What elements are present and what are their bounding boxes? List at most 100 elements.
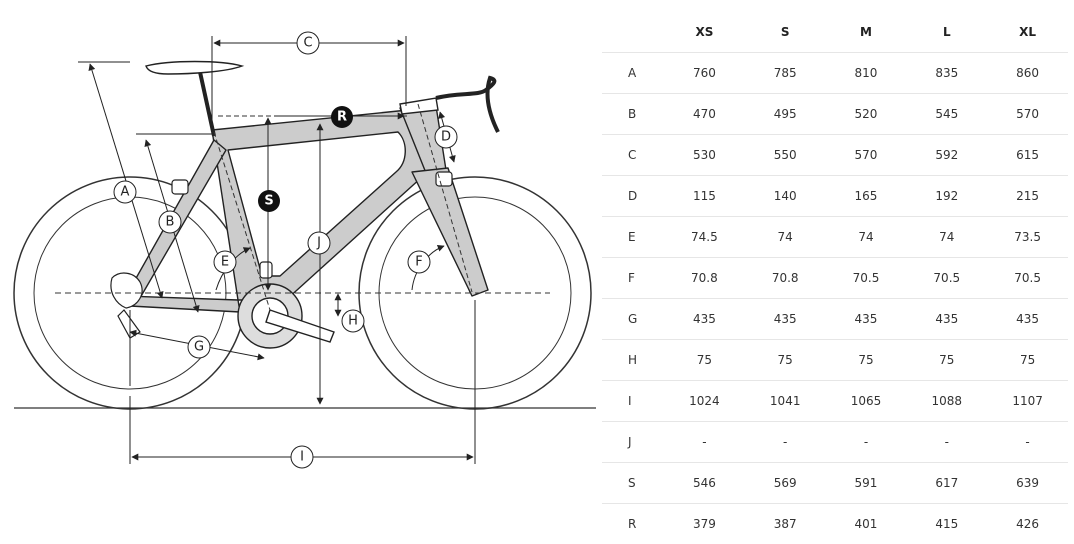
svg-text:B: B: [166, 215, 175, 230]
table-row: S 546 569 591 617 639: [602, 463, 1068, 504]
table-cell: 74.5: [664, 217, 745, 258]
row-key: C: [602, 135, 664, 176]
table-row: G 435 435 435 435 435: [602, 299, 1068, 340]
bike-geometry-diagram: A B C D E F G H: [0, 0, 600, 521]
row-key: G: [602, 299, 664, 340]
table-cell: 140: [745, 176, 826, 217]
label-a: A: [114, 181, 136, 203]
table-row: D 115 140 165 192 215: [602, 176, 1068, 217]
label-b: B: [159, 211, 181, 233]
svg-text:G: G: [194, 340, 204, 355]
table-row: E 74.5 74 74 74 73.5: [602, 217, 1068, 258]
geometry-table: XS S M L XL A 760 785 810 835 860 B 470 …: [602, 12, 1068, 544]
table-cell: 1107: [987, 381, 1068, 422]
table-cell: 835: [906, 53, 987, 94]
table-cell: 592: [906, 135, 987, 176]
table-cell: -: [745, 422, 826, 463]
table-cell: 569: [745, 463, 826, 504]
table-cell: 495: [745, 94, 826, 135]
table-row: R 379 387 401 415 426: [602, 504, 1068, 544]
label-c: C: [297, 32, 319, 54]
header-size-xs: XS: [664, 12, 745, 53]
svg-text:S: S: [264, 194, 273, 209]
table-cell: 435: [745, 299, 826, 340]
table-cell: 192: [906, 176, 987, 217]
table-cell: 73.5: [987, 217, 1068, 258]
label-h: H: [342, 310, 364, 332]
row-key: S: [602, 463, 664, 504]
table-row: I 1024 1041 1065 1088 1107: [602, 381, 1068, 422]
row-key: B: [602, 94, 664, 135]
table-row: C 530 550 570 592 615: [602, 135, 1068, 176]
svg-text:D: D: [441, 130, 451, 145]
table-cell: 415: [906, 504, 987, 544]
header-size-l: L: [906, 12, 987, 53]
table-cell: 1041: [745, 381, 826, 422]
svg-text:C: C: [303, 36, 312, 51]
svg-text:A: A: [121, 185, 130, 200]
row-key: A: [602, 53, 664, 94]
table-cell: 70.5: [826, 258, 907, 299]
table-cell: 215: [987, 176, 1068, 217]
table-cell: 75: [745, 340, 826, 381]
table-cell: -: [826, 422, 907, 463]
row-key: D: [602, 176, 664, 217]
table-cell: 785: [745, 53, 826, 94]
table-cell: 530: [664, 135, 745, 176]
label-s: S: [258, 190, 280, 212]
table-cell: 570: [826, 135, 907, 176]
table-cell: 470: [664, 94, 745, 135]
table-cell: 387: [745, 504, 826, 544]
table-cell: 639: [987, 463, 1068, 504]
table-cell: 70.5: [987, 258, 1068, 299]
table-header-row: XS S M L XL: [602, 12, 1068, 53]
table-cell: 379: [664, 504, 745, 544]
label-f: F: [408, 251, 430, 273]
table-cell: 75: [826, 340, 907, 381]
table-cell: 760: [664, 53, 745, 94]
table-cell: -: [987, 422, 1068, 463]
label-r: R: [331, 106, 353, 128]
header-size-s: S: [745, 12, 826, 53]
table-cell: 1024: [664, 381, 745, 422]
row-key: F: [602, 258, 664, 299]
table-cell: 1065: [826, 381, 907, 422]
table-cell: 75: [987, 340, 1068, 381]
label-g: G: [188, 336, 210, 358]
table-cell: 75: [664, 340, 745, 381]
label-j: J: [308, 232, 330, 254]
header-corner: [602, 12, 664, 53]
table-cell: 435: [987, 299, 1068, 340]
table-cell: 570: [987, 94, 1068, 135]
table-cell: 435: [664, 299, 745, 340]
table-cell: 860: [987, 53, 1068, 94]
table-cell: 435: [906, 299, 987, 340]
table-cell: 75: [906, 340, 987, 381]
saddle: [146, 62, 242, 137]
table-cell: 546: [664, 463, 745, 504]
table-cell: 520: [826, 94, 907, 135]
table-cell: 165: [826, 176, 907, 217]
table-cell: 70.5: [906, 258, 987, 299]
table-cell: -: [664, 422, 745, 463]
table-cell: 617: [906, 463, 987, 504]
header-size-xl: XL: [987, 12, 1068, 53]
table-row: J - - - - -: [602, 422, 1068, 463]
svg-text:I: I: [300, 450, 304, 465]
table-row: B 470 495 520 545 570: [602, 94, 1068, 135]
table-cell: 401: [826, 504, 907, 544]
table-cell: 435: [826, 299, 907, 340]
bike-frame: [126, 106, 488, 312]
table-cell: 810: [826, 53, 907, 94]
table-row: H 75 75 75 75 75: [602, 340, 1068, 381]
svg-text:H: H: [348, 314, 358, 329]
svg-text:J: J: [316, 236, 321, 251]
table-cell: -: [906, 422, 987, 463]
row-key: I: [602, 381, 664, 422]
table-row: F 70.8 70.8 70.5 70.5 70.5: [602, 258, 1068, 299]
svg-text:E: E: [221, 255, 229, 270]
table-cell: 545: [906, 94, 987, 135]
table-cell: 426: [987, 504, 1068, 544]
table-cell: 615: [987, 135, 1068, 176]
header-size-m: M: [826, 12, 907, 53]
